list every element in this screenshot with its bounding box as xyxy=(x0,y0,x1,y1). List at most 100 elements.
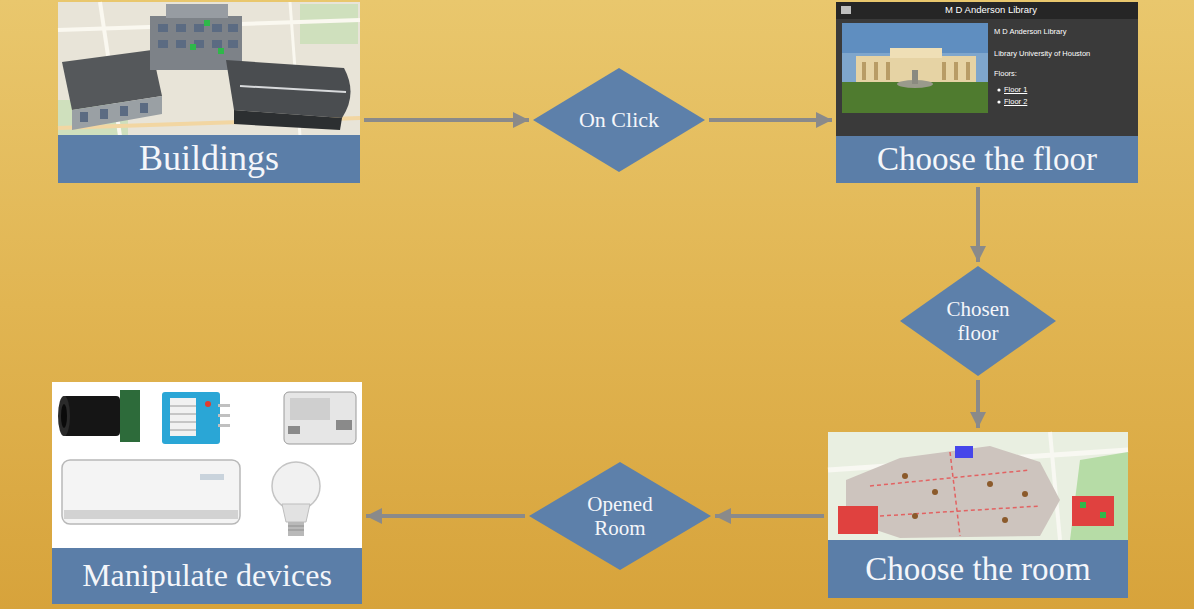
floor-info-panel-part xyxy=(997,88,1000,91)
devices-picture-part xyxy=(205,401,211,407)
devices-picture-part xyxy=(218,424,230,427)
panel-text: Floor 2 xyxy=(1004,98,1027,106)
devices-picture-part xyxy=(200,474,224,480)
building-map-picture xyxy=(58,2,360,136)
process-box: Choose the floor xyxy=(836,2,1138,183)
diamond-text-area: Opened Room xyxy=(529,462,711,570)
building-map-picture-part xyxy=(234,110,342,130)
decision-label: Opened Room xyxy=(581,492,659,540)
building-map-picture-part xyxy=(100,109,108,119)
building-map-picture-part xyxy=(204,20,210,26)
box-label: Manipulate devices xyxy=(82,559,332,593)
room-map-picture-part xyxy=(1080,502,1086,508)
flow-arrow xyxy=(715,514,824,518)
building-map-picture-part xyxy=(120,106,128,116)
floor-info-panel-part xyxy=(912,70,918,84)
panel-text: Floor 1 xyxy=(1004,86,1027,94)
devices-picture-part xyxy=(170,406,196,430)
room-map-picture-part xyxy=(1022,491,1028,497)
box-label: Buildings xyxy=(139,140,279,178)
diamond-text-area: On Click xyxy=(533,68,705,172)
decision-diamond: Chosen floor xyxy=(900,266,1056,376)
diamond-text-area: Chosen floor xyxy=(900,266,1056,376)
devices-picture-part xyxy=(218,414,230,417)
devices-picture-part xyxy=(170,398,196,436)
devices-picture-part xyxy=(62,396,120,436)
room-map-picture-part xyxy=(870,452,1040,536)
devices-picture-part xyxy=(288,426,300,434)
floor-info-panel-part xyxy=(997,100,1000,103)
building-map-picture-part xyxy=(226,60,351,118)
building-map-picture-part xyxy=(166,4,228,18)
label-band: Choose the floor xyxy=(836,136,1138,183)
devices-picture-part xyxy=(218,404,230,407)
devices-picture-part xyxy=(62,460,240,524)
decision-diamond: On Click xyxy=(533,68,705,172)
building-map-picture-part xyxy=(228,40,238,48)
room-map-picture-part xyxy=(955,446,973,458)
building-map-picture-part xyxy=(218,48,224,54)
flow-arrow xyxy=(976,380,980,428)
devices-picture-part xyxy=(336,420,352,430)
label-band: Manipulate devices xyxy=(52,548,362,604)
flow-arrow xyxy=(709,118,832,122)
flow-arrow xyxy=(976,187,980,262)
devices-picture-part xyxy=(284,392,356,444)
building-map-picture-part xyxy=(240,86,346,92)
decision-label: Chosen floor xyxy=(941,297,1015,345)
devices-picture-part xyxy=(58,396,70,436)
building-map-picture-part xyxy=(228,24,238,32)
decision-diamond: Opened Room xyxy=(529,462,711,570)
floor-info-panel xyxy=(836,2,1138,136)
room-map-picture-part xyxy=(1002,517,1008,523)
panel-text: Floors: xyxy=(994,70,1017,78)
building-map-picture-part xyxy=(72,96,162,130)
devices-picture-part xyxy=(272,462,320,510)
floor-info-panel-part xyxy=(954,62,958,80)
building-map-picture-part xyxy=(190,44,196,50)
floor-info-panel-part xyxy=(862,62,866,80)
floor-info-panel-part xyxy=(874,62,878,80)
floor-info-panel-part xyxy=(836,2,1138,19)
devices-picture-part xyxy=(288,526,304,530)
devices-picture-part xyxy=(288,522,304,536)
diamond-text-stack: On Click xyxy=(579,107,659,132)
devices-picture-part xyxy=(282,504,310,522)
devices-picture-part xyxy=(52,382,362,548)
floor-info-panel-part xyxy=(966,62,970,80)
building-map-picture-part xyxy=(158,40,168,48)
label-band: Choose the room xyxy=(828,540,1128,598)
process-box: Buildings xyxy=(58,2,360,183)
room-map-picture-part xyxy=(912,513,918,519)
box-label: Choose the room xyxy=(865,552,1090,587)
floor-info-panel-part xyxy=(836,2,1138,136)
floor-info-panel-part xyxy=(841,6,851,14)
room-map-picture-part xyxy=(1070,452,1128,540)
building-map-picture-part xyxy=(300,4,358,44)
devices-picture-part xyxy=(64,510,238,519)
building-map-picture-part xyxy=(176,24,186,32)
room-map-picture-part xyxy=(846,446,1060,538)
building-map-picture-part xyxy=(194,24,204,32)
room-map-picture-part xyxy=(902,473,908,479)
devices-picture-part xyxy=(120,390,140,442)
room-map-picture-part xyxy=(932,489,938,495)
devices-picture-part xyxy=(162,392,220,444)
flow-arrow xyxy=(366,514,525,518)
building-map-picture-part xyxy=(140,103,148,113)
floor-info-panel-part xyxy=(942,62,946,80)
flow-arrow xyxy=(364,118,529,122)
devices-picture-part xyxy=(61,404,67,428)
label-band: Buildings xyxy=(58,135,360,183)
panel-text: M D Anderson Library xyxy=(994,28,1067,36)
room-map-picture-part xyxy=(1072,496,1114,526)
diamond-fill xyxy=(900,266,1056,376)
room-map-picture-part xyxy=(987,481,993,487)
building-map-picture-part xyxy=(212,24,222,32)
room-map-picture-part xyxy=(1100,512,1106,518)
room-map-picture-part xyxy=(828,432,1128,540)
panel-text: M D Anderson Library xyxy=(896,5,1086,15)
diamond-fill xyxy=(533,68,705,172)
process-box: Choose the room xyxy=(828,432,1128,598)
